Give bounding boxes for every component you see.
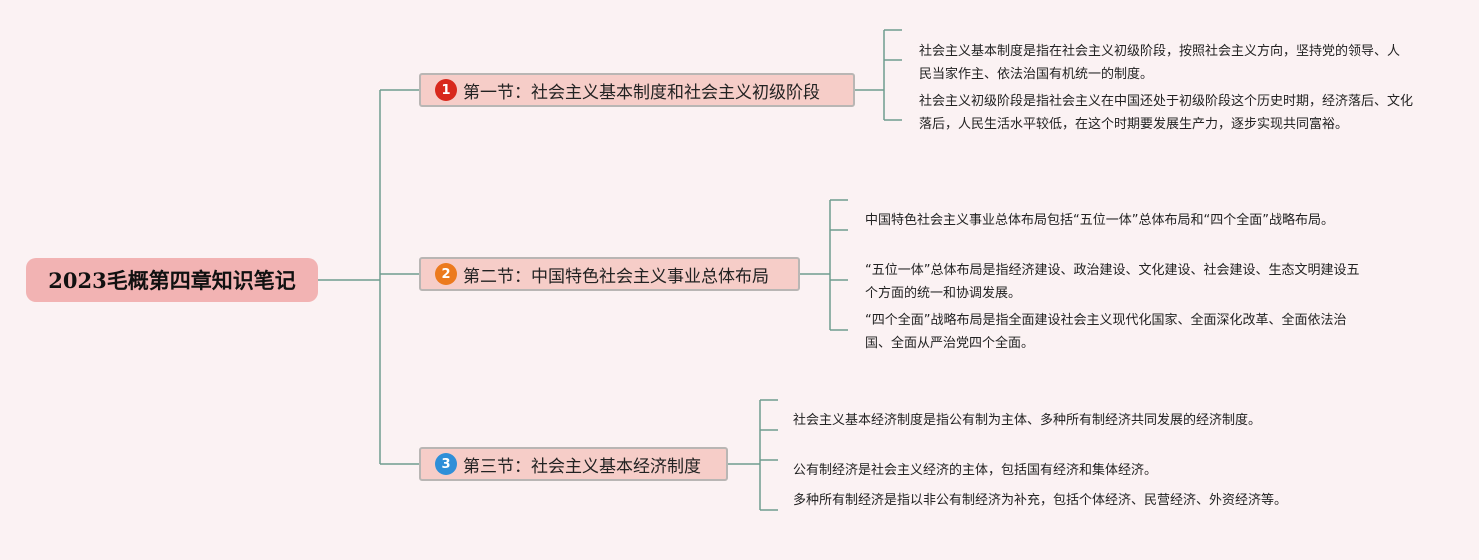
root-title: 2023毛概第四章知识笔记 bbox=[48, 268, 296, 293]
root-topic[interactable]: 2023毛概第四章知识笔记 bbox=[26, 258, 318, 302]
section-3-title: 第三节：社会主义基本经济制度 bbox=[463, 456, 701, 477]
section-2-topic[interactable]: 2 第二节：中国特色社会主义事业总体布局 bbox=[419, 257, 800, 291]
section-3-item-2: 公有制经济是社会主义经济的主体，包括国有经济和集体经济。 bbox=[793, 463, 1158, 478]
number-2-badge-icon: 2 bbox=[435, 263, 457, 285]
section-2-item-2: “五位一体”总体布局是指经济建设、政治建设、文化建设、社会建设、生态文明建设五个… bbox=[865, 263, 1360, 301]
section-3-item-1: 社会主义基本经济制度是指公有制为主体、多种所有制经济共同发展的经济制度。 bbox=[793, 413, 1262, 428]
number-3-badge-icon: 3 bbox=[435, 453, 457, 475]
section-1-item-1: 社会主义基本制度是指在社会主义初级阶段，按照社会主义方向，坚持党的领导、人民当家… bbox=[919, 44, 1401, 82]
section-1-item-2: 社会主义初级阶段是指社会主义在中国还处于初级阶段这个历史时期，经济落后、文化落后… bbox=[919, 94, 1414, 132]
section-2-item-3: “四个全面”战略布局是指全面建设社会主义现代化国家、全面深化改革、全面依法治国、… bbox=[865, 313, 1347, 351]
number-1-badge-icon: 1 bbox=[435, 79, 457, 101]
section-2-item-1: 中国特色社会主义事业总体布局包括“五位一体”总体布局和“四个全面”战略布局。 bbox=[865, 213, 1334, 228]
section-3-item-3: 多种所有制经济是指以非公有制经济为补充，包括个体经济、民营经济、外资经济等。 bbox=[793, 493, 1288, 508]
section-1-title: 第一节：社会主义基本制度和社会主义初级阶段 bbox=[463, 82, 820, 103]
section-2-title: 第二节：中国特色社会主义事业总体布局 bbox=[463, 266, 769, 287]
section-1-topic[interactable]: 1 第一节：社会主义基本制度和社会主义初级阶段 bbox=[419, 73, 855, 107]
section-3-topic[interactable]: 3 第三节：社会主义基本经济制度 bbox=[419, 447, 728, 481]
